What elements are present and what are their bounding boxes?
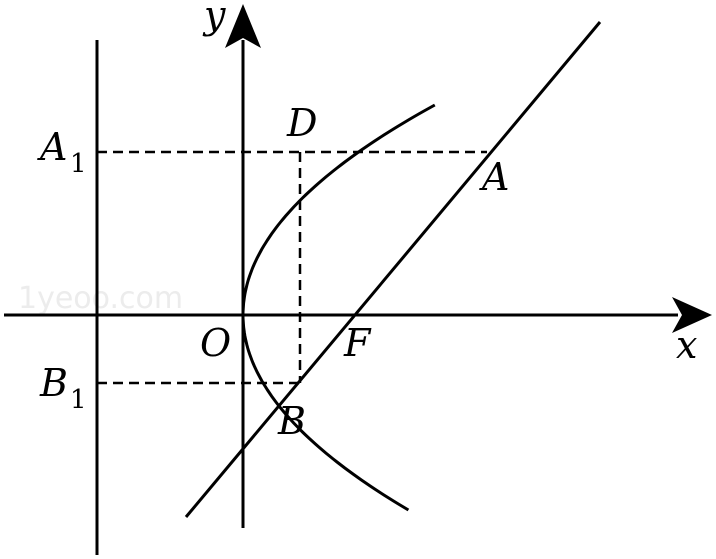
focal-chord-line (184, 21, 602, 518)
label-origin: O (200, 321, 231, 365)
label-point-b1: B (39, 361, 68, 405)
label-point-a1-subscript: 1 (70, 149, 87, 179)
label-point-a: A (479, 155, 509, 199)
label-point-b1-subscript: 1 (70, 385, 87, 415)
watermark: 1yeoo.com (18, 281, 183, 316)
label-x-axis: x (676, 323, 697, 367)
x-axis-arrow-icon (672, 297, 712, 333)
parabola-curve (241, 103, 436, 512)
label-y-axis: y (202, 0, 226, 37)
label-point-a1: A (37, 125, 67, 169)
label-focus: F (343, 321, 372, 365)
label-point-b: B (277, 399, 306, 443)
label-point-d: D (286, 101, 317, 145)
y-axis-arrow-icon (225, 4, 261, 48)
